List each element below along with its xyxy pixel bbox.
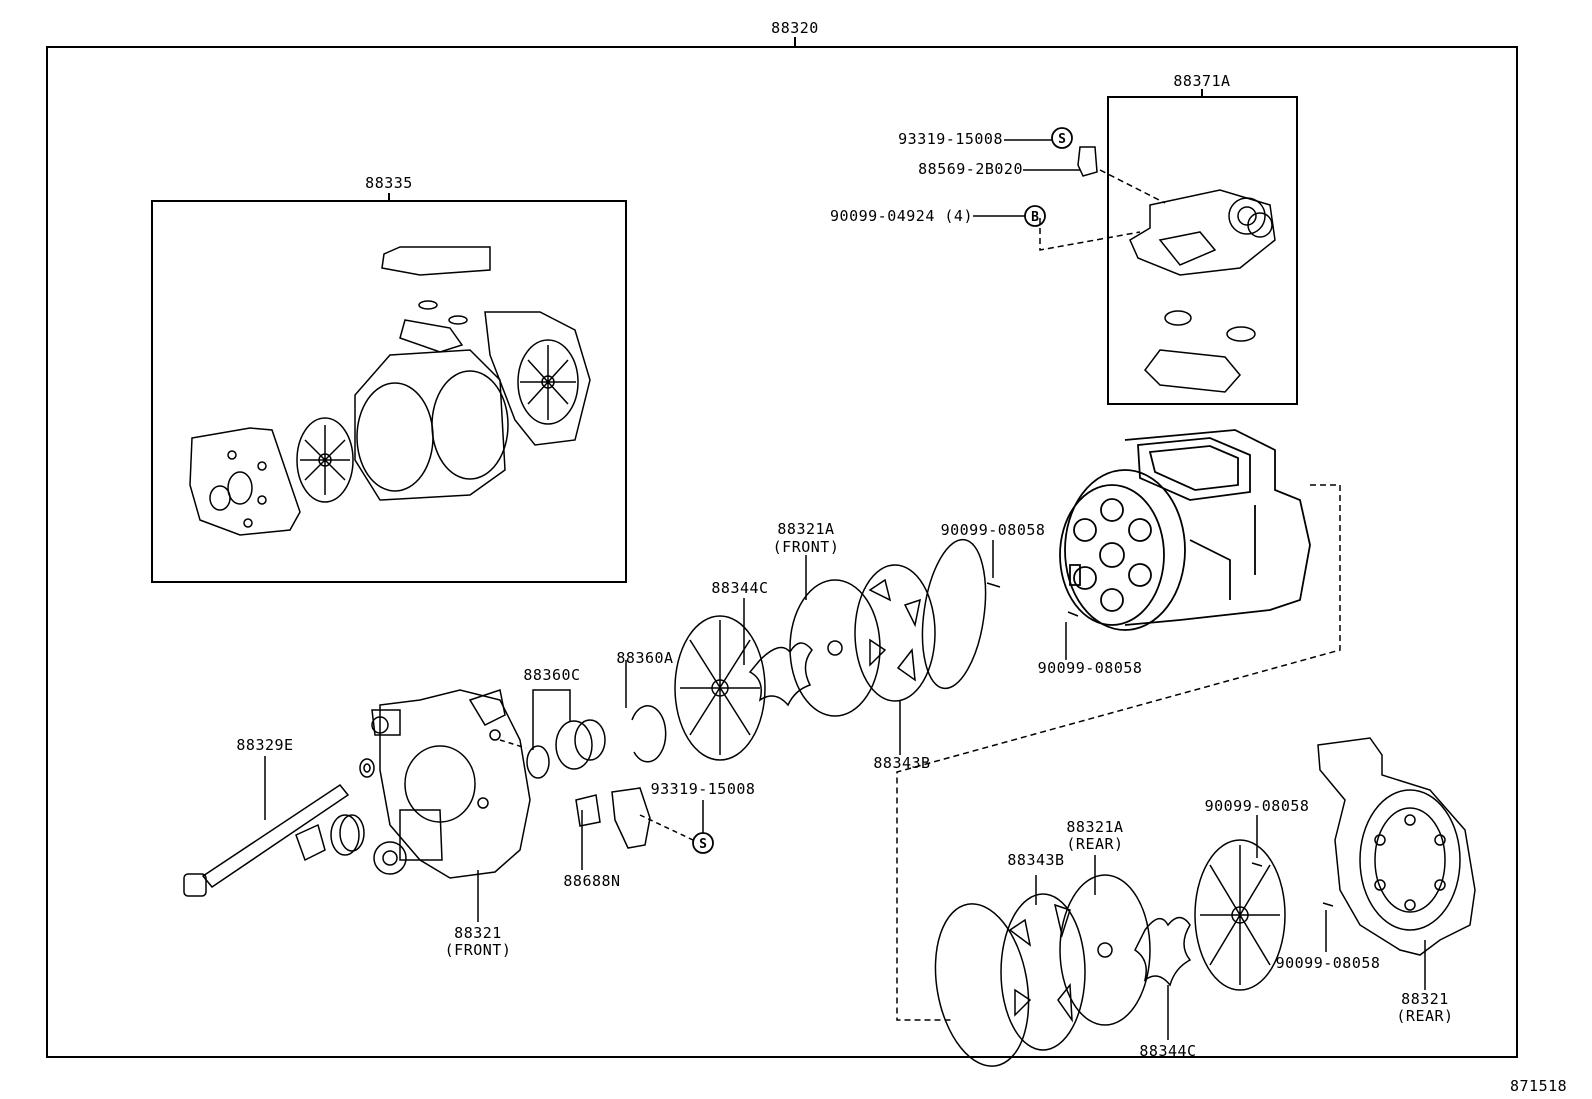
callout-bolt: 90099-04924 (4) xyxy=(830,207,973,225)
marker-b: B xyxy=(1031,210,1039,225)
gasket-kit-label: 88335 xyxy=(365,174,413,192)
rear-plate-group xyxy=(934,737,1476,1067)
diagram-number: 871518 xyxy=(1510,1077,1568,1095)
callout-plate-rear: 88321A xyxy=(1066,818,1124,836)
callout-reed-rear: 88344C xyxy=(1139,1042,1197,1060)
gasket-kit-parts xyxy=(189,246,591,536)
marker-s-mid: S xyxy=(699,837,707,852)
callout-clip: 88688N xyxy=(563,872,621,890)
valve-kit-box xyxy=(1107,96,1298,405)
marker-s-top: S xyxy=(1058,132,1066,147)
callout-pin-b: 90099-08058 xyxy=(1037,659,1143,677)
callout-housing-rear-note: (REAR) xyxy=(1396,1007,1454,1025)
callout-plate-front: 88321A xyxy=(777,520,835,538)
callout-switch: 88569-2B020 xyxy=(918,160,1023,178)
compressor-body xyxy=(1059,429,1311,631)
callout-reed-front: 88344C xyxy=(711,579,769,597)
callout-valve-front: 88343B xyxy=(873,754,931,772)
callout-housing-rear: 88321 xyxy=(1401,990,1449,1008)
valve-kit-parts xyxy=(1077,146,1276,393)
gasket-kit-box xyxy=(151,200,627,583)
front-plate-group xyxy=(183,538,1334,907)
main-frame xyxy=(46,46,1518,1058)
assembly-part-label: 88320 xyxy=(771,19,819,37)
callout-valve-rear: 88343B xyxy=(1007,851,1065,869)
callout-through-bolt: 88329E xyxy=(236,736,294,754)
callout-pin-c: 90099-08058 xyxy=(1204,797,1310,815)
valve-kit-label: 88371A xyxy=(1173,72,1231,90)
callout-housing-front: 88321 xyxy=(454,924,502,942)
callout-pin-d: 90099-08058 xyxy=(1275,954,1381,972)
callout-housing-front-note: (FRONT) xyxy=(444,941,512,959)
callout-mid-screw: 93319-15008 xyxy=(650,780,756,798)
callout-top-screw: 93319-15008 xyxy=(898,130,1003,148)
callout-plate-front-note: (FRONT) xyxy=(772,538,840,556)
callout-snap-ring: 88360A xyxy=(616,649,674,667)
callout-shim: 88360C xyxy=(523,666,581,684)
callout-plate-rear-note: (REAR) xyxy=(1066,835,1124,853)
callout-pin-a: 90099-08058 xyxy=(940,521,1046,539)
